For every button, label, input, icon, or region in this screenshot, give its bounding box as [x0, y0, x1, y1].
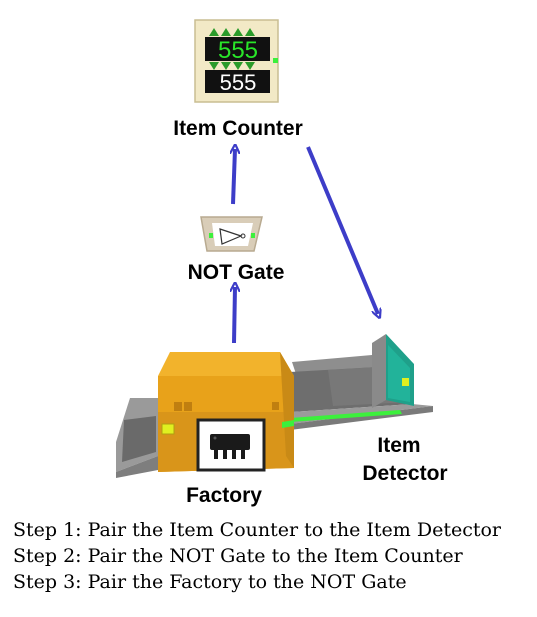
not-gate-block [200, 216, 263, 252]
factory-label: Factory [186, 484, 262, 507]
item-counter-block: 555 555 [194, 19, 279, 103]
item-detector-label-line2: Detector [362, 462, 447, 485]
not-gate-label: NOT Gate [188, 261, 285, 284]
arrow-notgate-to-counter [233, 149, 235, 205]
steps-list: Step 1: Pair the Item Counter to the Ite… [13, 517, 501, 595]
detector-indicator-light [402, 378, 409, 386]
item-counter-label: Item Counter [173, 117, 303, 140]
counter-top-value: 555 [218, 37, 258, 64]
item-detector-block [372, 334, 414, 408]
item-detector-label-line1: Item [377, 434, 420, 457]
not-gate-symbol-icon [219, 228, 243, 245]
counter-bottom-value: 555 [220, 70, 257, 95]
arrow-counter-to-detector [306, 146, 378, 314]
counter-indicator-light [273, 58, 278, 63]
factory-block [116, 352, 294, 478]
diagram-canvas: 555 555 Item Counter NOT Gate [116, 19, 448, 507]
step-3: Step 3: Pair the Factory to the NOT Gate [13, 571, 407, 593]
counter-up-arrows-icon [209, 28, 255, 36]
step-1: Step 1: Pair the Item Counter to the Ite… [13, 519, 501, 541]
factory-indicator-light [161, 423, 175, 435]
chip-icon [210, 434, 250, 459]
step-2: Step 2: Pair the NOT Gate to the Item Co… [13, 545, 463, 567]
arrow-factory-to-notgate [234, 287, 235, 344]
counter-down-arrows-icon [209, 62, 255, 70]
